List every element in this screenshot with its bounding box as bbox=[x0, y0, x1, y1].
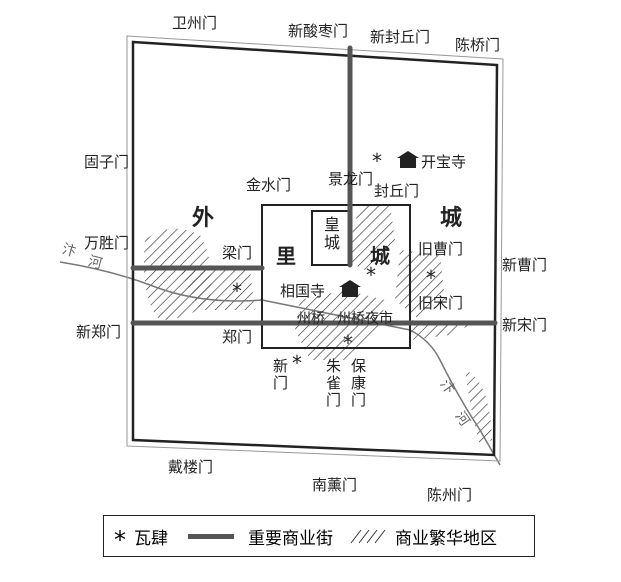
gate-guzi: 固子门 bbox=[84, 153, 130, 171]
night-market-label: 州桥夜市 bbox=[337, 311, 393, 327]
gate-nanxun: 南薰门 bbox=[312, 476, 358, 494]
gate-liang: 梁门 bbox=[222, 244, 253, 262]
gate-xincao: 新曹门 bbox=[502, 256, 548, 274]
legend-item-wasi: * 瓦肆 bbox=[114, 520, 168, 552]
imperial-city-label: 皇城 bbox=[321, 216, 340, 252]
legend-area-label: 商业繁华地区 bbox=[395, 528, 497, 549]
gate-xinsong: 新宋门 bbox=[502, 316, 548, 334]
zhouqiao-label: 州桥 bbox=[297, 311, 325, 327]
legend-wasi-label: 瓦肆 bbox=[134, 528, 168, 549]
inner-city-wall bbox=[261, 204, 411, 349]
temple-icons bbox=[339, 151, 419, 297]
svg-text:*: * bbox=[292, 351, 302, 375]
svg-text:*: * bbox=[232, 279, 242, 303]
gate-xinfengqiu: 新封丘门 bbox=[370, 28, 431, 46]
gate-wansheng: 万胜门 bbox=[84, 234, 130, 252]
asterisk-icon: * bbox=[114, 526, 126, 554]
gate-chenqiao: 陈桥门 bbox=[455, 36, 501, 54]
svg-text:*: * bbox=[366, 263, 376, 287]
legend-street-label: 重要商业街 bbox=[248, 528, 333, 549]
gate-jinshui: 金水门 bbox=[246, 176, 292, 194]
inner-city-label: 里 bbox=[276, 244, 296, 268]
street-line-icon bbox=[188, 533, 234, 539]
gate-jiucao: 旧曹门 bbox=[418, 240, 464, 258]
gate-fengqiu: 封丘门 bbox=[374, 182, 420, 200]
gate-dailou: 戴楼门 bbox=[168, 458, 214, 476]
gate-zhuque: 朱雀门 bbox=[324, 358, 342, 409]
wasi-markers: * * * * * * bbox=[232, 149, 436, 375]
gate-xinzheng: 新郑门 bbox=[76, 323, 122, 341]
legend-item-area: 商业繁华地区 bbox=[347, 524, 497, 549]
region-outer-label: 外 bbox=[192, 206, 215, 231]
region-city-label: 城 bbox=[440, 206, 463, 231]
svg-text:*: * bbox=[426, 266, 436, 290]
gate-jiusong: 旧宋门 bbox=[418, 294, 464, 312]
legend-item-street: 重要商业街 bbox=[182, 524, 333, 549]
main-commercial-streets bbox=[130, 45, 498, 326]
gate-xin: 新门 bbox=[271, 358, 289, 392]
svg-text:*: * bbox=[343, 331, 353, 355]
hatch-icon bbox=[350, 529, 386, 544]
gate-jinglong: 景龙门 bbox=[328, 170, 374, 188]
outer-city-wall bbox=[131, 40, 499, 457]
gate-xinsuanzao: 新酸枣门 bbox=[288, 22, 349, 40]
inner-city-label-2: 城 bbox=[370, 244, 390, 268]
xiangguo-temple-label: 相国寺 bbox=[280, 282, 326, 300]
gate-baokang: 保康门 bbox=[349, 358, 367, 409]
svg-text:*: * bbox=[372, 149, 382, 173]
kaibao-temple-label: 开宝寺 bbox=[421, 153, 467, 171]
legend: * 瓦肆 重要商业街 商业繁华地区 bbox=[103, 515, 535, 557]
gate-chenzhou: 陈州门 bbox=[427, 486, 473, 504]
gate-zheng: 郑门 bbox=[222, 328, 253, 346]
gate-weizhou: 卫州门 bbox=[172, 14, 218, 32]
